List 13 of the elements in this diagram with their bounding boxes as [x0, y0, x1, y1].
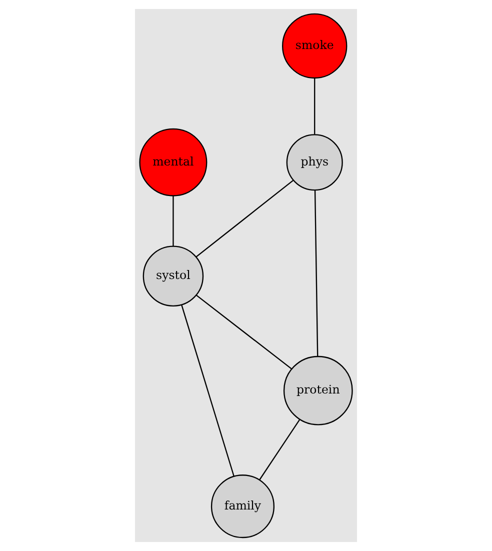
connector [314, 78, 316, 134]
connector [258, 419, 300, 480]
node-circle: smoke [282, 13, 348, 79]
connector [196, 294, 292, 370]
node-circle: mental [139, 128, 208, 196]
connector [314, 190, 318, 356]
connector [196, 180, 294, 258]
node-circle: family [210, 474, 275, 538]
connector [172, 196, 174, 246]
connector [181, 304, 235, 477]
node-circle: protein [283, 356, 353, 426]
node-circle: phys [286, 134, 343, 191]
node-circle: systol [142, 246, 204, 307]
